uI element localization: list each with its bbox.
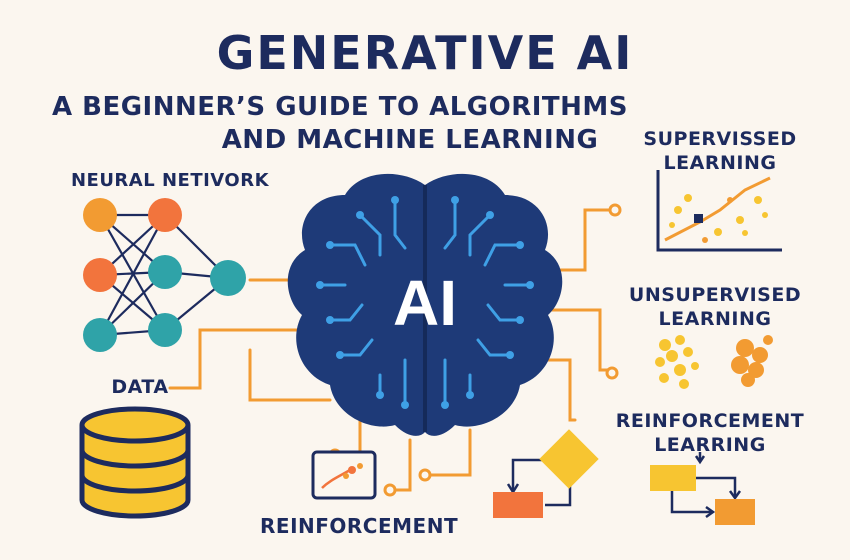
scatter-plot-icon: [656, 170, 782, 252]
database-icon: [79, 406, 191, 519]
subtitle-line-1: A BEGINNER’S GUIDE TO ALGORITHMS: [51, 92, 629, 122]
flowchart-icon: [493, 429, 599, 518]
reinforcement-learning-icon: [650, 452, 755, 525]
brain-icon: AI: [287, 173, 563, 436]
reinforcement-label: REINFORCEMENT: [260, 514, 459, 538]
page-title: GENERATIVE AI: [216, 26, 634, 80]
supervised-label-line-1: SUPERVISSED: [643, 128, 797, 150]
neural-network-label: NEURAL NETIVORK: [70, 170, 270, 191]
neural-network-icon: [83, 198, 246, 352]
cluster-icon: [655, 335, 773, 389]
supervised-label-line-2: LEARNING: [663, 152, 777, 174]
unsupervised-label-line-1: UNSUPERVISED: [628, 284, 802, 306]
subtitle-line-2: AND MACHINE LEARNING: [221, 125, 599, 155]
connector-lines: [168, 208, 612, 492]
data-label: DATA: [111, 376, 169, 398]
reinforcement-learning-label-line-1: REINFORCEMENT: [615, 410, 805, 432]
unsupervised-label-line-2: LEARNING: [658, 308, 772, 330]
reinforcement-chart-icon: [311, 450, 377, 500]
brain-label: AI: [393, 267, 457, 339]
reinforcement-learning-label-line-2: LEARRING: [654, 434, 766, 456]
